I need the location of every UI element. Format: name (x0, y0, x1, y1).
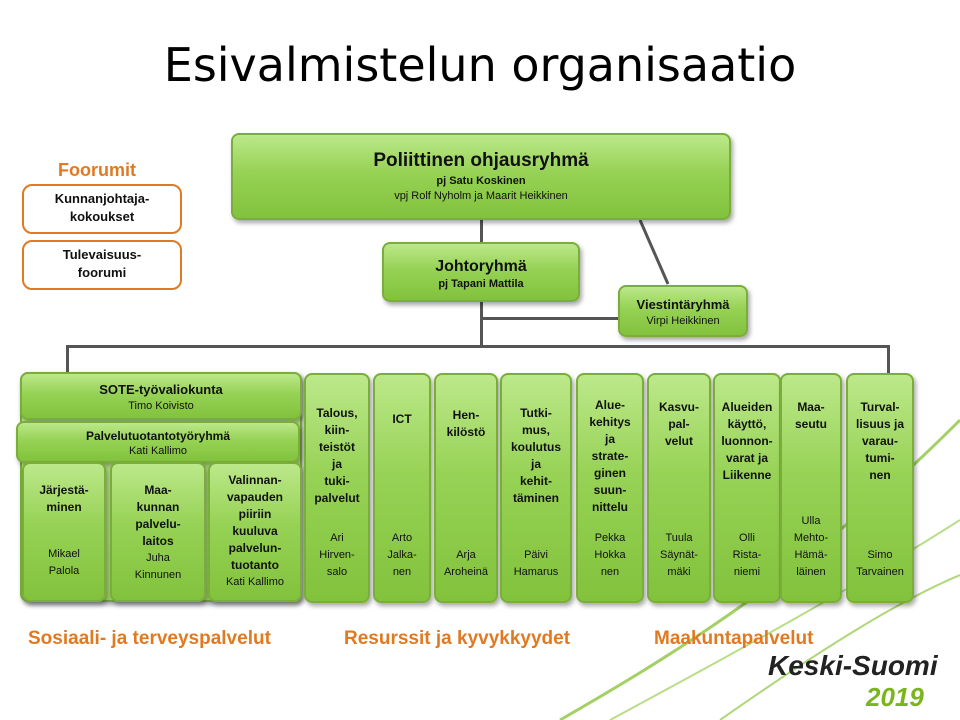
unit-person: Arto Jalka- nen (387, 532, 417, 578)
sote-tyovaliokunta: SOTE-työvaliokunta Timo Koivisto (20, 372, 302, 420)
viestinta-person: Virpi Heikkinen (646, 315, 720, 327)
section-sote: Sosiaali- ja terveyspalvelut (28, 628, 271, 649)
unit-title: Valinnan- vapauden piiriin kuuluva palve… (226, 473, 283, 572)
top-title: Poliittinen ohjausryhmä (373, 150, 589, 171)
unit-person: Mikael Palola (48, 548, 80, 577)
unit-person: Simo Tarvainen (856, 549, 904, 578)
unit-column: Valinnan- vapauden piiriin kuuluva palve… (208, 462, 302, 602)
unit-person: Arja Aroheinä (443, 549, 489, 578)
connector-drop-right (887, 345, 890, 373)
unit-title: Turval- lisuus ja varau- tumi- nen (855, 400, 905, 482)
johto-chair: pj Tapani Mattila (438, 278, 524, 290)
unit-person: Pekka Hokka nen (594, 532, 626, 578)
palvelu-person: Kati Kallimo (128, 445, 188, 457)
unit-title: Alue- kehitys ja strate- ginen suun- nit… (589, 398, 631, 514)
unit-title: ICT (392, 412, 412, 426)
logo-year: 2019 (866, 682, 924, 712)
unit-title: Alueiden käyttö, luonnon- varat ja Liike… (721, 400, 773, 482)
section-resurssit: Resurssit ja kyvykkyydet (344, 628, 571, 649)
unit-title: Maa- kunnan palvelu- laitos (135, 483, 181, 548)
top-vice: vpj Rolf Nyholm ja Maarit Heikkinen (394, 190, 568, 202)
connector-viestinta (482, 317, 618, 320)
unit-person: Kati Kallimo (225, 576, 285, 588)
connector-johto-main (480, 302, 483, 346)
top-chair: pj Satu Koskinen (436, 175, 526, 187)
sote-title: SOTE-työvaliokunta (99, 382, 223, 397)
unit-title: Hen- kilöstö (446, 408, 486, 439)
unit-title: Maa- seutu (794, 400, 827, 431)
unit-person: Olli Rista- niemi (732, 532, 762, 578)
unit-title: Kasvu- pal- velut (658, 400, 699, 448)
unit-person: Tuula Säynät- mäki (660, 532, 698, 578)
viestintaryhma: Viestintäryhmä Virpi Heikkinen (618, 285, 748, 337)
forum-kunnanjohtaja: Kunnanjohtaja- kokoukset (22, 184, 182, 234)
unit-title: Talous, kiin- teistöt ja tuki- palvelut (314, 406, 360, 505)
johtoryhma: Johtoryhmä pj Tapani Mattila (382, 242, 580, 302)
logo-name: Keski-Suomi (768, 650, 938, 681)
page-title: Esivalmistelun organisaatio (163, 38, 797, 92)
connector-horizontal (66, 345, 890, 348)
poliittinen-ohjausryhma: Poliittinen ohjausryhmä pj Satu Koskinen… (231, 133, 731, 220)
palvelutuotantotyoryhma: Palvelutuotantotyöryhmä Kati Kallimo (16, 421, 300, 463)
unit-person: Ari Hirven- salo (319, 532, 355, 578)
viestinta-title: Viestintäryhmä (636, 297, 730, 312)
connector-top-johto (480, 220, 483, 244)
unit-person: Päivi Hamarus (513, 549, 559, 578)
section-maakuntapalvelut: Maakuntapalvelut (654, 628, 814, 649)
unit-person: Ulla Mehto- Hämä- läinen (793, 515, 829, 578)
unit-title: Tutki- mus, koulutus ja kehit- täminen (511, 406, 561, 505)
connector-drop-left (66, 345, 69, 373)
forums-heading: Foorumit (58, 160, 136, 180)
palvelu-title: Palvelutuotantotyöryhmä (85, 429, 231, 443)
unit-person: Juha Kinnunen (134, 552, 182, 581)
unit-column: Alueiden käyttö, luonnon- varat ja Liike… (713, 373, 781, 603)
unit-column: Alue- kehitys ja strate- ginen suun- nit… (576, 373, 644, 603)
forum-tulevaisuus: Tulevaisuus- foorumi (22, 240, 182, 290)
johto-title: Johtoryhmä (435, 258, 527, 275)
unit-column: ICT Arto Jalka- nen (373, 373, 431, 603)
sote-person: Timo Koivisto (128, 400, 194, 412)
unit-title: Järjestä- minen (39, 483, 89, 514)
